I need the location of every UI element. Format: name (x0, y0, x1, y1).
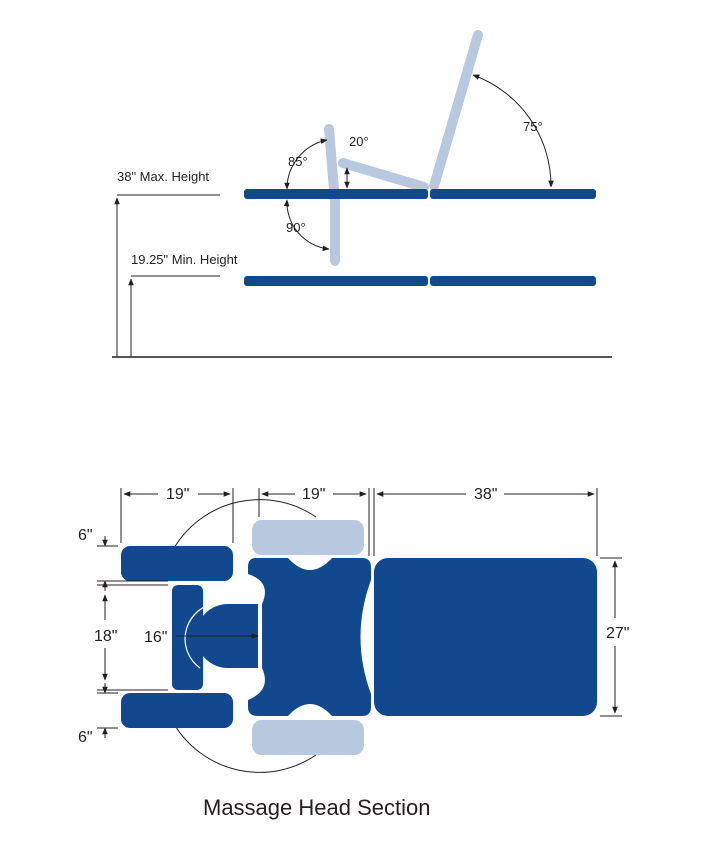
angle-20-label: 20° (349, 134, 369, 149)
arc-85 (284, 138, 328, 190)
side-view: 38" Max. Height 19.25" Min. Height (112, 30, 612, 358)
max-height-dimension: 38" Max. Height (114, 169, 220, 357)
table-max-height (244, 189, 596, 199)
left-dimensions (97, 536, 168, 738)
diagram-caption: Massage Head Section (203, 795, 430, 820)
angle-90-label: 90° (286, 220, 306, 235)
face-depth-label: 16" (144, 629, 167, 646)
angle-85-label: 85° (288, 154, 308, 169)
table-top-right-section (430, 189, 596, 199)
armrest-top (121, 546, 233, 581)
mid-length-label: 19" (302, 486, 325, 503)
armrest-bottom-dim-label: 6" (78, 729, 93, 746)
angle-75-label: 75° (523, 119, 543, 134)
side-pad-bottom-light (252, 720, 364, 755)
armrest-top-dim-label: 6" (78, 527, 93, 544)
face-span-label: 18" (94, 628, 117, 645)
width-dimension (600, 557, 622, 717)
adjusted-positions (324, 30, 483, 266)
body-section (374, 558, 597, 716)
face-cradle-arc (184, 603, 213, 669)
max-height-label: 38" Max. Height (117, 169, 209, 184)
head-section (248, 558, 371, 716)
armrest-bottom (121, 693, 233, 728)
top-view: 19" 19" 38" 27" 6" 18" 6" (78, 486, 629, 773)
head-section-raised (324, 124, 339, 195)
armrest-swing-arcs (173, 499, 317, 773)
side-pad-top-light (252, 520, 364, 555)
body-length-label: 38" (474, 486, 497, 503)
arc-90 (283, 199, 330, 252)
min-height-dimension: 19.25" Min. Height (128, 252, 238, 357)
table-top-left-section (244, 189, 428, 199)
min-height-label: 19.25" Min. Height (131, 252, 238, 267)
table-low-right-section (430, 276, 596, 286)
width-label: 27" (606, 625, 629, 642)
arc-75 (472, 74, 554, 188)
length-dimensions (120, 488, 598, 556)
table-min-height (244, 276, 596, 286)
backrest-raised (429, 30, 483, 191)
table-low-left-section (244, 276, 428, 286)
angle-arcs (283, 74, 554, 252)
head-section-tilted (338, 158, 429, 192)
head-length-label: 19" (166, 486, 189, 503)
